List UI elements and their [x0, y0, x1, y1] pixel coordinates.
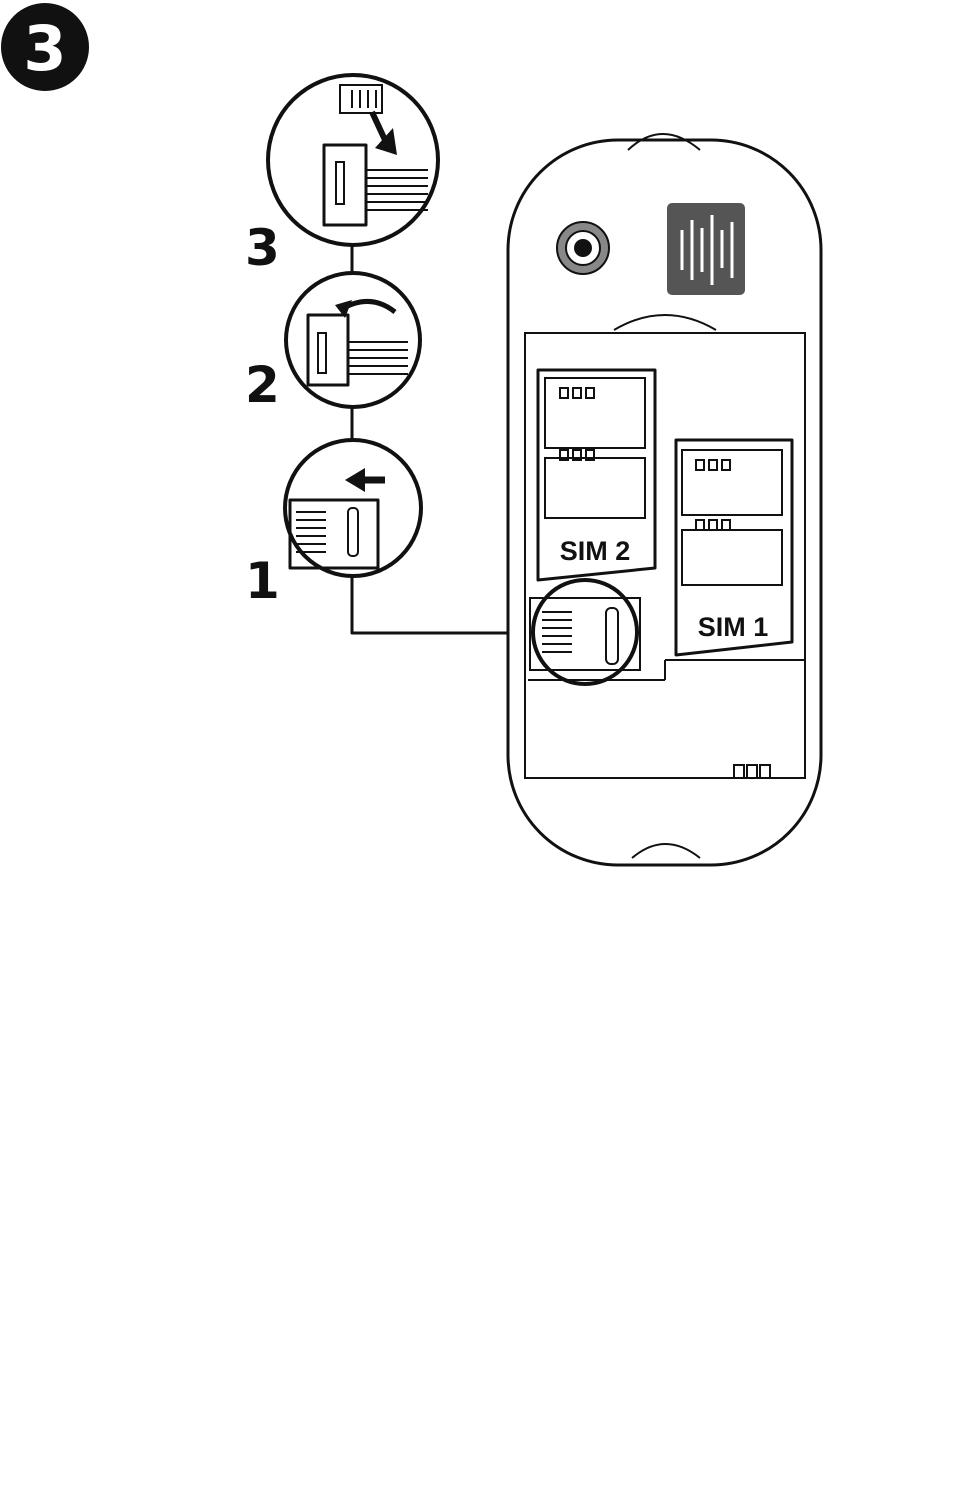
figure-badge: 3 — [1, 3, 89, 91]
step-1-number: 1 — [245, 552, 280, 610]
figure-number: 3 — [23, 12, 66, 85]
sim-1-label: SIM 1 — [698, 612, 769, 642]
phone-back: SIM 2 SIM 1 — [508, 134, 821, 865]
sim-2-label: SIM 2 — [560, 536, 631, 566]
speaker-grille — [667, 203, 745, 295]
camera-lens-icon — [557, 222, 609, 274]
step-3-number: 3 — [245, 219, 280, 277]
step-2-number: 2 — [245, 356, 280, 414]
step-3-detail — [268, 75, 438, 245]
step-1-detail — [285, 440, 421, 576]
step-2-detail — [286, 273, 420, 407]
